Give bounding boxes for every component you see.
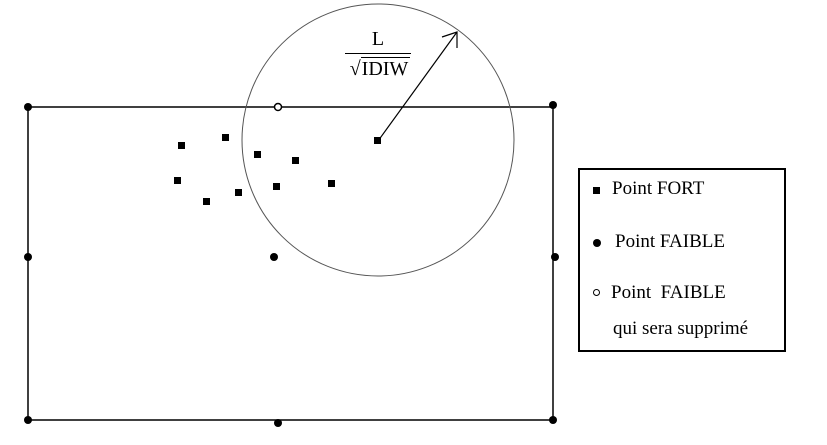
weak-point: [549, 101, 557, 109]
formula-denominator: √IDIW: [336, 57, 420, 81]
legend-item-strong: Point FORT: [580, 176, 780, 202]
radius-arrow-line: [377, 31, 458, 142]
strong-point: [328, 180, 335, 187]
weak-point: [549, 416, 557, 424]
legend-item-weak: Point FAIBLE: [580, 231, 780, 257]
filled-circle-icon: [593, 239, 601, 247]
legend-label-strong: Point FORT: [612, 178, 705, 199]
weak-points: [24, 101, 559, 427]
legend-item-removed: Point FAIBLE qui sera supprimé: [580, 282, 780, 348]
strong-point: [178, 142, 185, 149]
fraction-bar: [345, 53, 411, 55]
influence-circle: [241, 3, 515, 277]
removed-weak-point: [273, 102, 283, 112]
filled-square-icon: [593, 187, 600, 194]
weak-point: [270, 253, 278, 261]
domain-rectangle: [27, 106, 554, 421]
legend-label-weak: Point FAIBLE: [615, 231, 725, 252]
strong-point: [174, 177, 181, 184]
legend-box: Point FORT Point FAIBLE Point FAIBLE qui…: [578, 168, 786, 352]
radius-arrowhead: [441, 31, 458, 48]
radius-formula: L √IDIW: [336, 28, 420, 81]
strong-point: [273, 183, 280, 190]
formula-radicand: IDIW: [360, 57, 411, 81]
strong-point: [292, 157, 299, 164]
strong-point: [222, 134, 229, 141]
strong-point: [203, 198, 210, 205]
weak-point: [24, 103, 32, 111]
weak-point: [24, 253, 32, 261]
sqrt-icon: √: [349, 58, 361, 81]
weak-point: [24, 416, 32, 424]
strong-points: [174, 134, 381, 205]
weak-point: [274, 419, 282, 427]
strong-point: [235, 189, 242, 196]
legend-label-removed-line1: Point FAIBLE: [611, 282, 726, 303]
legend-label-removed-line2: qui sera supprimé: [613, 318, 749, 339]
strong-point: [254, 151, 261, 158]
strong-point: [374, 137, 381, 144]
formula-numerator: L: [371, 28, 385, 50]
weak-point: [551, 253, 559, 261]
open-circle-icon: [593, 289, 600, 296]
